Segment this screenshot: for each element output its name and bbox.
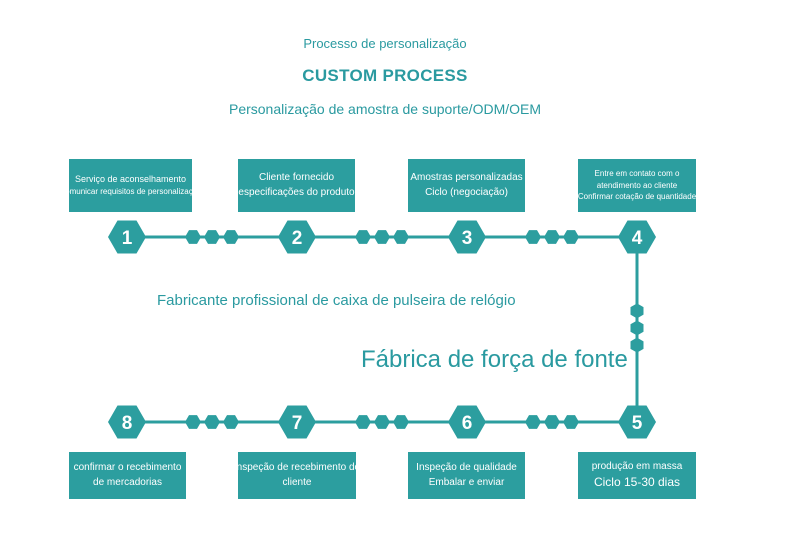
step-1-node [108, 220, 146, 254]
step-2-number: 2 [292, 228, 303, 249]
step-6-box: Inspeção de qualidade Embalar e enviar [408, 452, 525, 499]
step-3-number: 3 [462, 228, 473, 249]
connector-dot [355, 230, 371, 244]
connector-dot [544, 415, 560, 429]
step-1-box: Serviço de aconselhamento Comunicar requ… [69, 159, 192, 212]
connector-dot [630, 320, 644, 336]
connector-dot [204, 415, 220, 429]
step-5-node [618, 405, 656, 439]
step-7-number: 7 [292, 413, 303, 434]
step-8-line-1: confirmar o recebimento [73, 462, 182, 473]
step-7-line-1: Inspeção de recebimento do [238, 462, 356, 473]
process-title-en: CUSTOM PROCESS [302, 66, 468, 85]
step-7-line-2: cliente [282, 476, 312, 488]
step-5-line-1: produção em massa [591, 460, 683, 472]
step-2-node [278, 220, 316, 254]
step-7-box: Inspeção de recebimento do cliente [238, 452, 356, 499]
step-6-line-1: Inspeção de qualidade [416, 462, 517, 473]
step-5-box: produção em massa Ciclo 15-30 dias [578, 452, 696, 499]
connector-dot [185, 415, 201, 429]
connector-dot [374, 415, 390, 429]
connector-dot [374, 230, 390, 244]
step-8-line-2: de mercadorias [93, 476, 162, 488]
connector-dot [563, 230, 579, 244]
step-3-box: Amostras personalizadas Ciclo (negociaçã… [408, 159, 525, 212]
step-8-box: confirmar o recebimento de mercadorias [69, 452, 186, 499]
process-title-pt: Processo de personalização [303, 36, 467, 51]
step-5-line-2: Ciclo 15-30 dias [593, 475, 681, 490]
connector-dot [355, 415, 371, 429]
step-8-number: 8 [122, 413, 133, 434]
step-4-node [618, 220, 656, 254]
step-4-line-1: Entre em contato com o [594, 169, 680, 179]
step-3-line-1: Amostras personalizadas [410, 172, 523, 183]
connector-dot [563, 415, 579, 429]
step-4-box: Entre em contato com o atendimento ao cl… [578, 159, 696, 212]
step-3-line-2: Ciclo (negociação) [425, 186, 508, 198]
step-1-line-2: Comunicar requisitos de personalização [69, 187, 192, 197]
step-6-node [448, 405, 486, 439]
connector-dot [393, 415, 409, 429]
connector-dot [544, 230, 560, 244]
connector-dot [630, 303, 644, 319]
step-2-box: Cliente fornecido especificações do prod… [238, 159, 355, 212]
step-2-line-2: especificações do produto [238, 186, 355, 198]
step-5-number: 5 [632, 413, 643, 434]
connector-dot [223, 230, 239, 244]
step-1-line-1: Serviço de aconselhamento [74, 174, 187, 185]
connector-dot [630, 337, 644, 353]
connector-dot [223, 415, 239, 429]
step-6-line-2: Embalar e enviar [428, 476, 505, 488]
process-subtitle: Personalização de amostra de suporte/ODM… [228, 101, 542, 117]
connector-dot [185, 230, 201, 244]
manufacturer-tagline: Fabricante profissional de caixa de puls… [157, 292, 516, 309]
connector-dot [525, 415, 541, 429]
step-4-number: 4 [632, 228, 643, 249]
step-4-line-3: Confirmar cotação de quantidade [578, 192, 696, 202]
connector-dot [204, 230, 220, 244]
step-2-line-1: Cliente fornecido [258, 172, 335, 183]
factory-tagline: Fábrica de força de fonte [361, 346, 628, 373]
step-1-number: 1 [122, 228, 133, 249]
connector-dot [393, 230, 409, 244]
step-7-node [278, 405, 316, 439]
step-4-line-2: atendimento ao cliente [596, 180, 678, 190]
step-8-node [108, 405, 146, 439]
step-3-node [448, 220, 486, 254]
step-6-number: 6 [462, 413, 473, 434]
connector-dot [525, 230, 541, 244]
